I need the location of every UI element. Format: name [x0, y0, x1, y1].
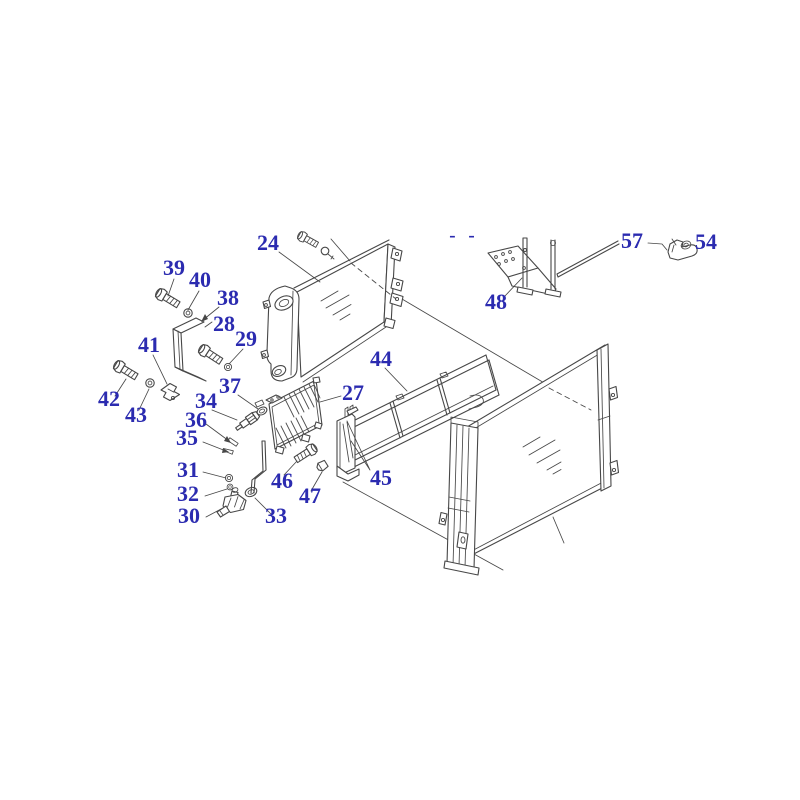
callout-43: 43 [125, 402, 147, 427]
callout-37: 37 [219, 373, 241, 398]
leader-41 [152, 354, 168, 385]
leader-32 [204, 488, 228, 497]
part-48-bracket-drawing [487, 237, 698, 298]
leader-48 [503, 277, 523, 298]
callout-47: 47 [299, 483, 321, 508]
leader-24 [278, 251, 321, 283]
callout-45: 45 [370, 465, 392, 490]
leader-29 [228, 348, 244, 365]
leader-44 [384, 367, 408, 392]
leader-28 [204, 321, 213, 328]
callout-31: 31 [177, 457, 199, 482]
leader-36-arrow [224, 436, 231, 443]
callout-30: 30 [178, 503, 200, 528]
leader-37 [237, 394, 259, 410]
leader-40 [187, 290, 200, 311]
callout-24: 24 [257, 230, 279, 255]
part-42-bolt [111, 358, 140, 383]
part-57-rod-drawing [556, 240, 620, 278]
part-33-oring [244, 486, 258, 498]
part-29-bolt [195, 342, 225, 367]
callout-36: 36 [185, 407, 207, 432]
part-54-clamp-drawing [647, 238, 698, 261]
bolt-for-24 [295, 229, 321, 250]
leader-27 [319, 395, 342, 403]
leader-35-arrow [222, 448, 229, 453]
part-28-plate [172, 317, 207, 382]
callout-27: 27 [342, 380, 364, 405]
part-44-frame-drawing [340, 354, 500, 468]
callout-33: 33 [265, 503, 287, 528]
callout-32: 32 [177, 481, 199, 506]
leader-31 [202, 471, 227, 479]
leader-35 [202, 441, 227, 452]
part-45-channel-drawing [336, 404, 360, 482]
leader-36 [205, 423, 230, 442]
leader-34 [211, 409, 238, 421]
part-24-radiator-drawing [260, 229, 404, 383]
callout-29: 29 [235, 326, 257, 351]
part-43-washer [145, 378, 155, 388]
callout-34: 34 [195, 388, 217, 413]
callout-40: 40 [189, 267, 211, 292]
part-39-bolt [153, 286, 182, 311]
callout-46: 46 [271, 468, 293, 493]
leader-38-arrow [201, 314, 208, 322]
part-34-sensor [235, 411, 261, 431]
large-radiator-drawing [438, 343, 620, 576]
callout-42: 42 [98, 386, 120, 411]
callout-28: 28 [213, 311, 235, 336]
callout-44: 44 [370, 346, 392, 371]
part-47-plug [316, 459, 329, 472]
callout-39: 39 [163, 255, 185, 280]
leader-30 [205, 507, 224, 518]
leader-46 [283, 460, 298, 476]
part-31-ring [224, 473, 234, 483]
callout-38: 38 [217, 285, 239, 310]
washer-near-29 [223, 362, 233, 372]
callout-41: 41 [138, 332, 160, 357]
leader-47 [310, 471, 323, 492]
callout-48: 48 [485, 289, 507, 314]
leader-45 [346, 420, 371, 471]
part-30-drain-valve [216, 487, 247, 518]
clipped-label-fragment: - - [449, 225, 478, 246]
leader-lines [114, 251, 523, 518]
callout-54: 54 [695, 229, 717, 254]
leader-39 [167, 278, 175, 297]
part-41-clip [160, 382, 181, 402]
leader-42 [114, 378, 127, 397]
leader-43 [138, 388, 150, 411]
leader-33 [254, 497, 272, 515]
callout-labels: 24 39 40 38 28 29 41 42 43 37 34 36 35 3… [98, 225, 717, 528]
alignment-lines [342, 298, 547, 571]
part-27-core-drawing [250, 376, 323, 494]
callout-35: 35 [176, 425, 198, 450]
callout-57: 57 [621, 228, 643, 253]
